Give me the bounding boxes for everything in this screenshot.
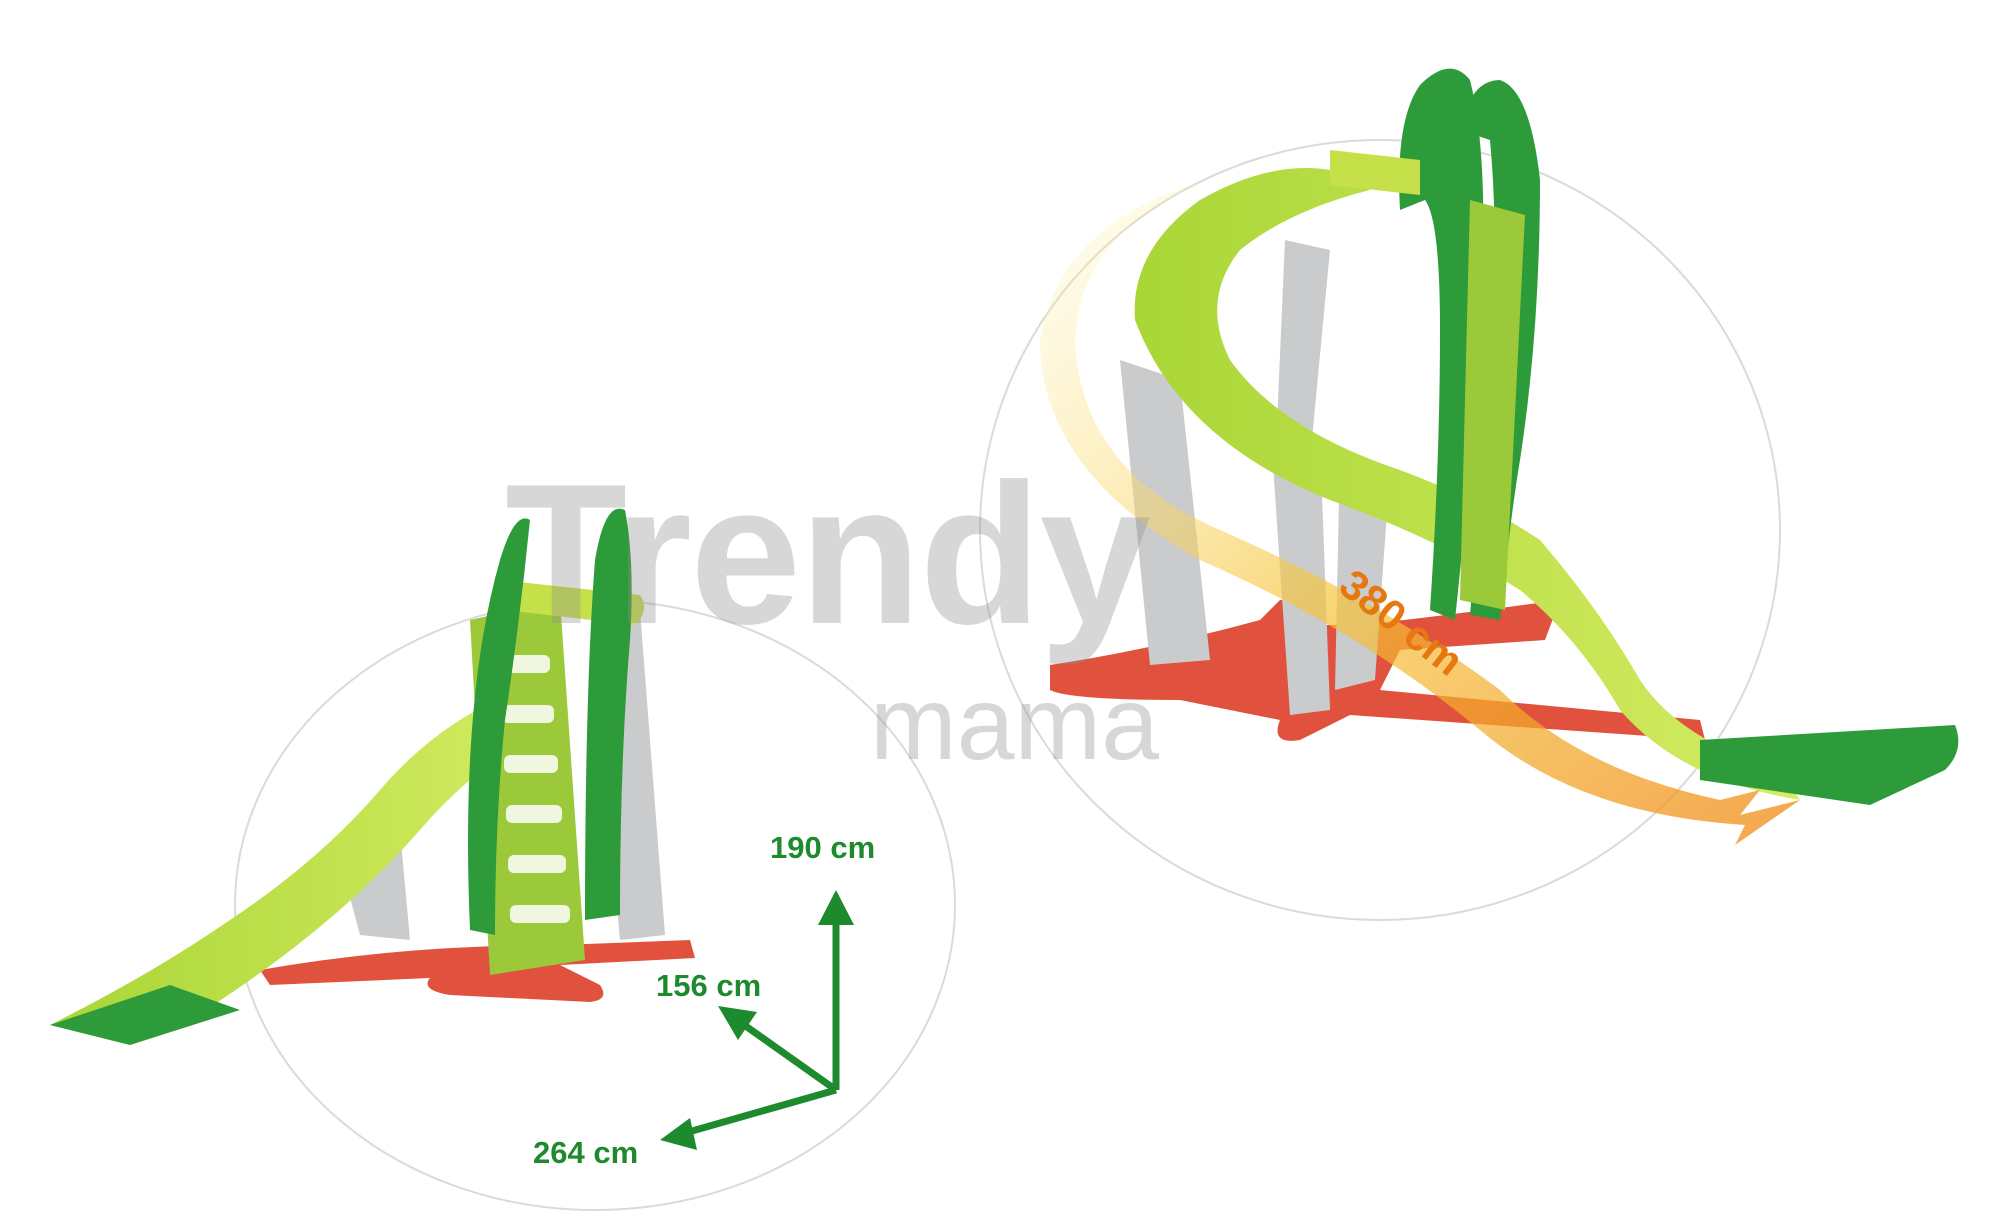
extended-base <box>1050 600 1705 741</box>
tower-ladder <box>1460 200 1525 610</box>
spiral-slide-end <box>1700 725 1959 805</box>
depth-arrow <box>737 1019 839 1093</box>
compact-base <box>260 940 695 1002</box>
width-arrow <box>684 1086 837 1137</box>
ladder-step <box>510 905 570 923</box>
depth-arrowhead <box>718 1006 757 1040</box>
ladder-step <box>508 855 566 873</box>
dimension-arrows <box>660 890 854 1150</box>
height-arrowhead <box>818 890 854 925</box>
tower-handrail-left <box>1399 68 1484 621</box>
ladder-step <box>504 755 558 773</box>
compact-handrail-left <box>468 518 530 935</box>
compact-handrail-right <box>585 508 632 920</box>
ladder-step <box>506 805 562 823</box>
ladder-step <box>502 705 554 723</box>
watermark-sub: mama <box>870 666 1159 782</box>
depth-label: 156 cm <box>656 968 762 1003</box>
compact-slide <box>50 508 695 1045</box>
width-label: 264 cm <box>533 1135 639 1170</box>
spiral-chute <box>1134 168 1800 800</box>
right-guide-circle <box>979 139 1781 921</box>
leg-center <box>1270 420 1330 715</box>
compact-slide-chute <box>50 690 560 1045</box>
extended-slide <box>1050 68 1959 805</box>
leg-back <box>1275 240 1330 470</box>
compact-slide-end <box>50 985 240 1045</box>
width-arrowhead <box>660 1118 697 1150</box>
watermark-brand: Trendy <box>505 443 1151 666</box>
height-label: 190 cm <box>770 830 876 865</box>
tower-platform <box>1330 150 1420 195</box>
